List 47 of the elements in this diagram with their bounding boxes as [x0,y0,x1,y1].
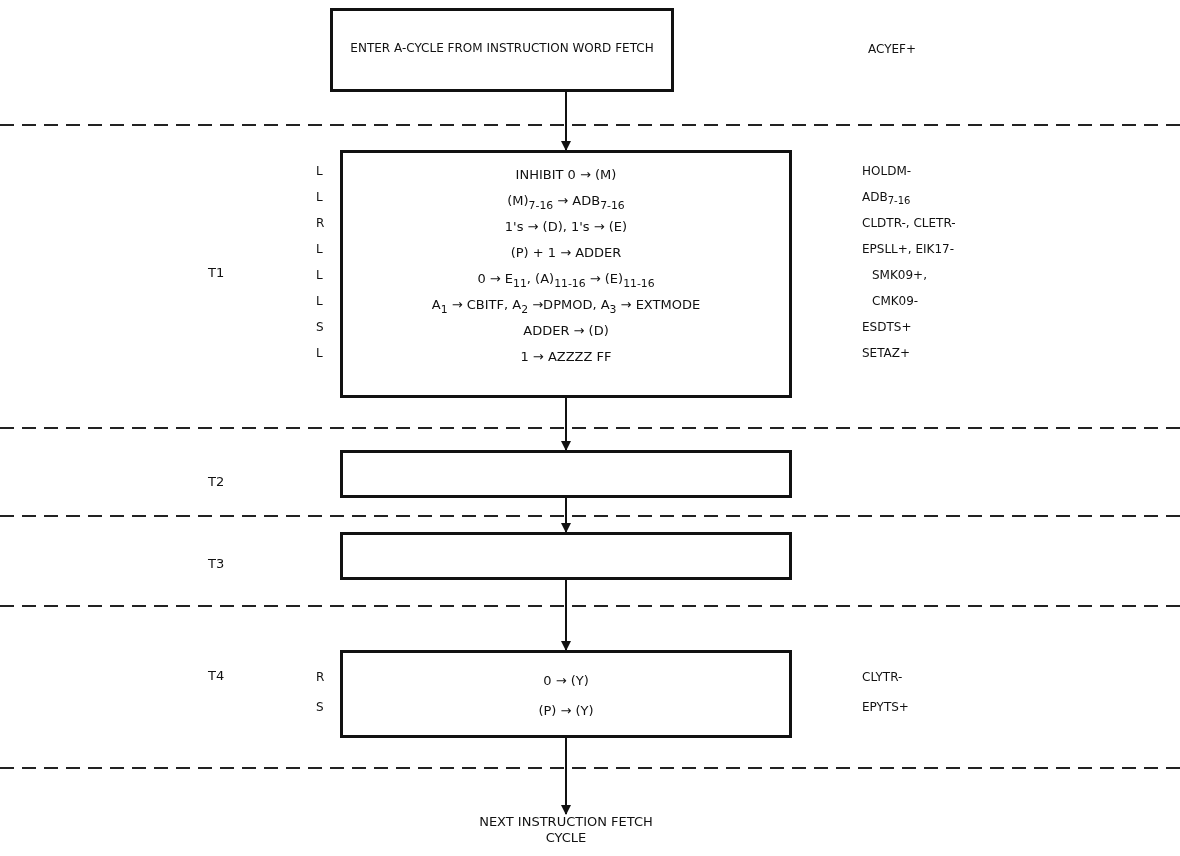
signal-name: EPSLL+, EIK17- [862,242,955,256]
signal-name: CLDTR-, CLETR- [862,216,956,230]
line-type-letter: R [316,216,325,230]
empty-process-box [340,532,792,580]
operation-text: 0 → (Y) [542,673,590,688]
phase-label: T2 [208,474,225,489]
signal-name: ESDTS+ [862,320,912,334]
line-type-letter: L [316,242,323,256]
signal-name: SMK09+, [872,268,927,282]
signal-name: ACYEF+ [868,42,917,56]
signal-name: ADB$_{7-16}$ [862,190,911,207]
arrow [561,91,571,151]
signal-name: EPYTS+ [862,700,909,714]
process-box [340,150,792,398]
line-type-letter: R [316,670,325,684]
operation-text: ENTER A-CYCLE FROM INSTRUCTION WORD FETCH [349,41,655,55]
signal-name: CMK09- [872,294,919,308]
flow-end-text: NEXT INSTRUCTION FETCH CYCLE [466,814,666,846]
phase-label: T3 [208,556,225,571]
arrow [561,497,571,533]
line-type-letter: L [316,190,323,204]
operation-text: (P) → (Y) [537,703,595,718]
arrow [561,397,571,451]
line-type-letter: S [316,700,324,714]
phase-label: T4 [208,668,225,683]
line-type-letter: L [316,164,323,178]
phase-label: T1 [208,265,225,280]
operation-text: ADDER → (D) [522,323,610,338]
operation-text: A$_{1}$ → CBITF, A$_{2}$ →DPMOD, A$_{3}$ → EXTMODE [430,297,702,316]
operation-text: INHIBIT 0 → (M) [514,167,618,182]
signal-name: CLYTR- [862,670,903,684]
operation-text: 1 → AZZZZ FF [519,349,613,364]
operation-text: (P) + 1 → ADDER [509,245,623,260]
line-type-letter: S [316,320,324,334]
signal-name: HOLDM- [862,164,912,178]
line-type-letter: L [316,294,323,308]
line-type-letter: L [316,346,323,360]
line-type-letter: L [316,268,323,282]
operation-text: 0 → E$_{11}$, (A)$_{11-16}$ → (E)$_{11-16}$ [476,271,656,290]
arrow [561,579,571,651]
operation-text: 1's → (D), 1's → (E) [503,219,629,234]
process-box [330,8,674,92]
empty-process-box [340,450,792,498]
process-box [340,650,792,738]
operation-text: (M)$_{7-16}$ → ADB$_{7-16}$ [506,193,626,212]
signal-name: SETAZ+ [862,346,911,360]
arrow [561,737,571,815]
